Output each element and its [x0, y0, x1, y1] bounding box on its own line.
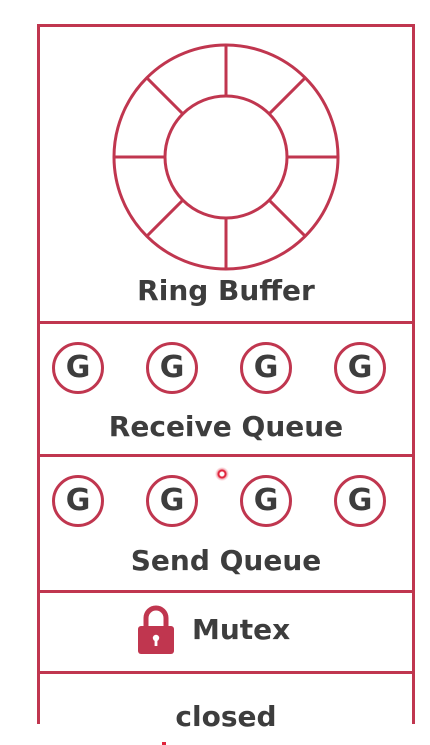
- goroutine-circle: G: [334, 342, 386, 394]
- ring-buffer-label: Ring Buffer: [137, 274, 315, 307]
- goroutine-circle: G: [52, 475, 104, 527]
- goroutine-circle: G: [334, 475, 386, 527]
- send-queue-goroutines: G G G G: [40, 475, 412, 531]
- goroutine-circle: G: [146, 475, 198, 527]
- divider: [40, 590, 412, 593]
- mutex-section: Mutex: [40, 593, 412, 671]
- goroutine-circle: G: [52, 342, 104, 394]
- send-queue-section: G G G G Send Queue: [40, 457, 412, 590]
- cursor-indicator: [215, 467, 229, 481]
- closed-state-label: closed: [175, 700, 277, 733]
- mutex-row: Mutex: [40, 605, 412, 655]
- channel-structure: Ring Buffer G G G G Receive Queue G G G …: [37, 24, 415, 733]
- receive-queue-goroutines: G G G G: [40, 342, 412, 398]
- goroutine-circle: G: [240, 475, 292, 527]
- ring-buffer-icon: [112, 43, 340, 271]
- receive-queue-label: Receive Queue: [108, 410, 344, 443]
- divider: [40, 454, 412, 457]
- cursor-tick: [162, 742, 166, 745]
- lock-icon: [138, 605, 174, 654]
- ring-buffer-section: Ring Buffer: [40, 27, 412, 322]
- divider: [40, 671, 412, 674]
- divider: [40, 321, 412, 324]
- state-section: closed: [40, 674, 412, 733]
- goroutine-circle: G: [240, 342, 292, 394]
- mutex-label: Mutex: [192, 613, 291, 646]
- receive-queue-section: G G G G Receive Queue: [40, 324, 412, 454]
- goroutine-circle: G: [146, 342, 198, 394]
- send-queue-label: Send Queue: [130, 544, 322, 577]
